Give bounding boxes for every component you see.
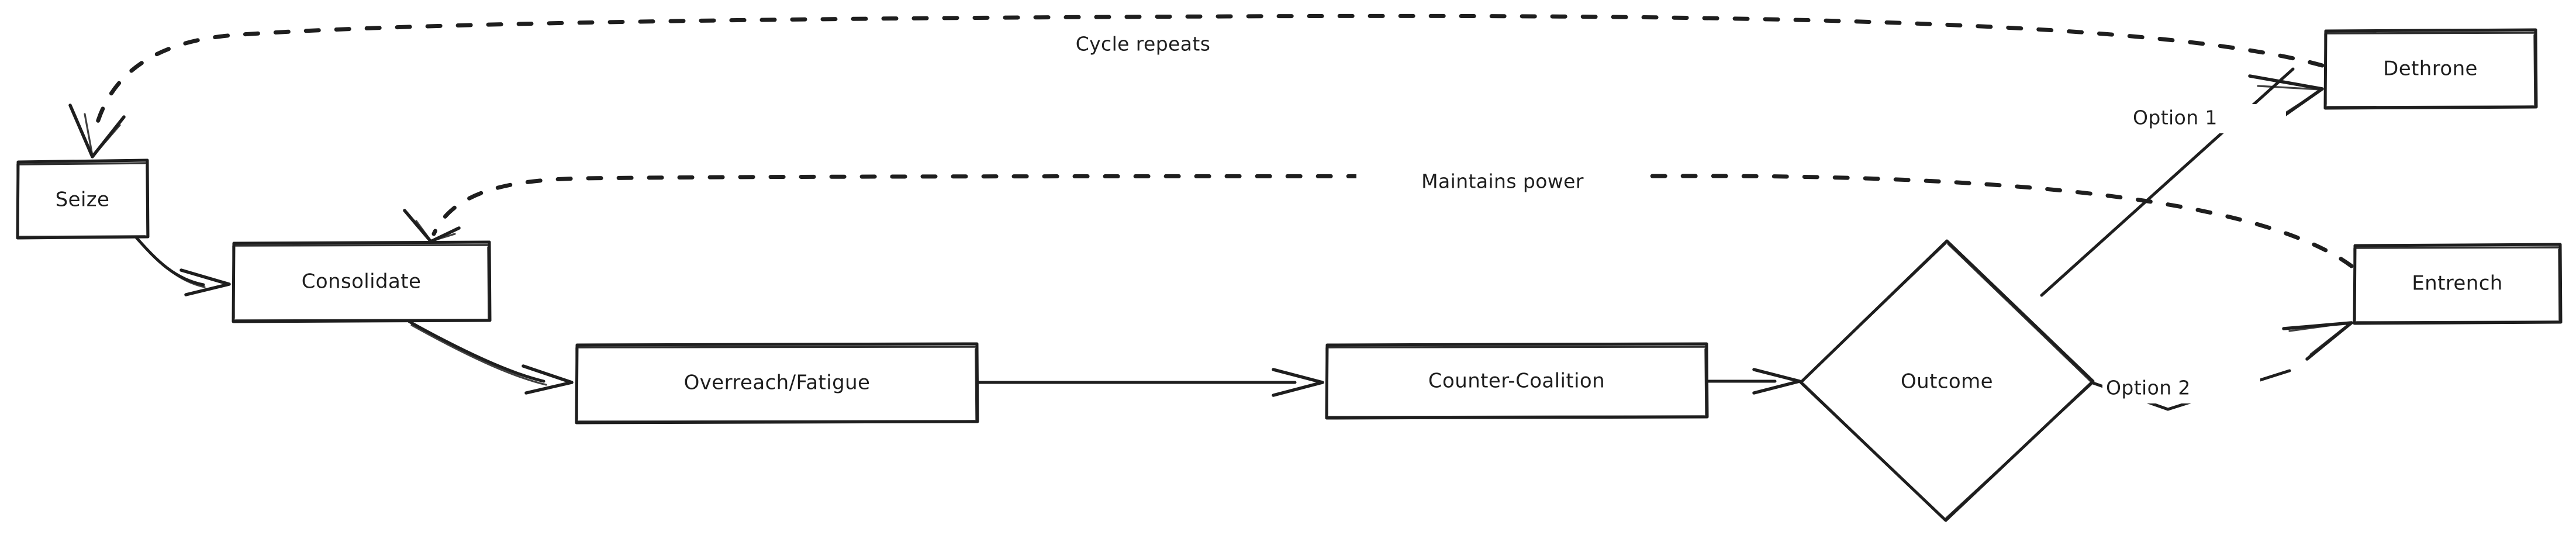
edge-label-option-2: Option 2 [2102,374,2260,403]
edge-label-maintains-power-backdrop [1356,167,1649,197]
node-outcome-shape-sketch [1801,242,2092,520]
edge-outcome-to-dethrone-arrowhead-ghost [2257,85,2321,118]
edge-outcome-to-dethrone-line [2040,67,2295,297]
edge-consolidate-to-overreach-line [408,320,545,383]
node-overreach[interactable]: Overreach/Fatigue [575,342,979,425]
edge-outcome-to-entrench-arrowhead-ghost [2288,322,2350,356]
edge-consolidate-to-overreach [408,320,574,395]
edge-seize-to-consolidate-arrowhead [179,268,231,296]
node-outcome[interactable]: Outcome [1799,239,2095,522]
node-counter-coalition[interactable]: Counter-Coalition [1325,342,1709,420]
edge-label-option-1-backdrop [2128,104,2286,133]
edge-entrench-to-consolidate-line [431,174,2354,268]
edge-consolidate-to-overreach-line-ghost [410,324,547,386]
edge-dethrone-to-seize-line [94,13,2325,128]
node-seize[interactable]: Seize [16,158,150,240]
node-entrench-label: Entrench [2412,272,2503,295]
node-overreach-shape-sketch [575,346,978,423]
edge-seize-to-consolidate-line [134,235,205,287]
edge-outcome-to-entrench-arrowhead [2282,321,2353,361]
node-consolidate-shape-sketch [232,244,490,322]
node-seize-shape-sketch [16,162,149,238]
edge-label-cycle-repeats: Cycle repeats [1029,29,1257,60]
node-outcome-label: Outcome [1901,370,1993,394]
node-seize-label: Seize [56,188,110,212]
node-counter-coalition-label: Counter-Coalition [1428,370,1605,393]
node-dethrone[interactable]: Dethrone [2323,28,2538,110]
edge-entrench-to-consolidate-arrowhead-ghost [415,220,456,242]
edge-label-cycle-repeats-text: Cycle repeats [1076,33,1211,56]
node-dethrone-label: Dethrone [2383,57,2478,81]
edge-label-option-2-backdrop [2102,374,2260,403]
edge-label-option-2-text: Option 2 [2106,377,2191,399]
edge-outcome-to-dethrone [2040,67,2324,297]
edge-seize-to-consolidate [134,235,231,296]
node-entrench[interactable]: Entrench [2353,243,2563,325]
edge-entrench-to-consolidate-arrowhead [403,209,461,243]
edge-overreach-to-counter-arrowhead [1272,368,1324,397]
edge-dethrone-to-seize [68,13,2325,158]
edge-label-option-1-text: Option 1 [2133,106,2218,129]
node-overreach-label: Overreach/Fatigue [684,371,871,395]
edge-counter-to-outcome-arrowhead [1752,368,1801,395]
edge-label-maintains-power: Maintains power [1356,167,1649,197]
node-counter-coalition-shape-sketch [1325,346,1707,418]
node-consolidate[interactable]: Consolidate [232,240,492,323]
node-consolidate-label: Consolidate [302,270,422,294]
edge-dethrone-to-seize-arrowhead-ghost [84,113,121,157]
node-entrench-shape-sketch [2353,246,2561,323]
node-dethrone-shape-sketch [2324,32,2536,108]
edge-label-cycle-repeats-backdrop [1029,29,1257,60]
edge-entrench-to-consolidate [403,174,2354,268]
edge-seize-to-consolidate-line-ghost [137,238,206,288]
edge-label-maintains-power-text: Maintains power [1421,170,1584,193]
edge-consolidate-to-overreach-arrowhead [522,364,574,395]
edge-label-option-1: Option 1 [2128,104,2286,133]
edge-counter-to-outcome [1707,368,1801,395]
edge-overreach-to-counter [977,368,1324,397]
